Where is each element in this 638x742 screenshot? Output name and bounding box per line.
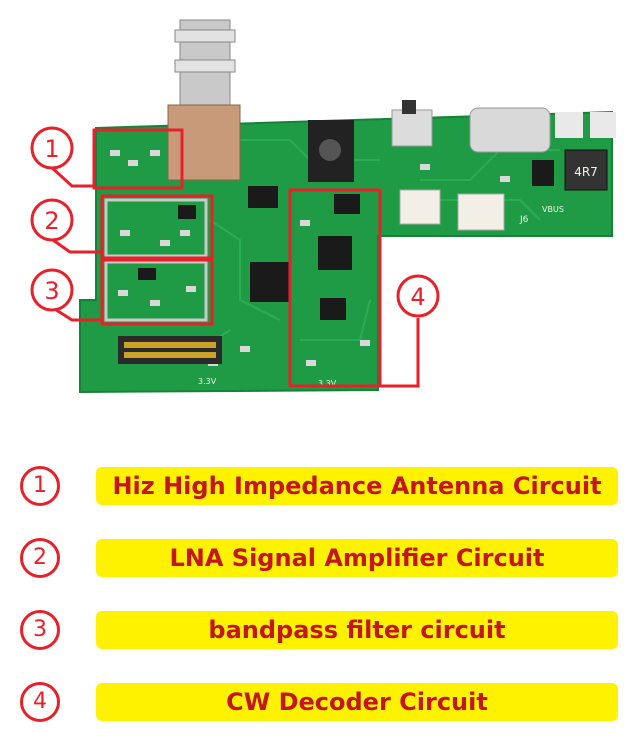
ic-chips [138, 160, 554, 320]
bnc-connector [167, 19, 241, 181]
legend-row-1: 1 Hiz High Impedance Antenna Circuit [0, 456, 638, 516]
svg-text:1: 1 [44, 135, 59, 163]
pin-header [118, 336, 222, 364]
vbus-label: VBUS [542, 205, 564, 214]
legend-label-2: LNA Signal Amplifier Circuit [96, 539, 618, 577]
inductor [564, 149, 608, 191]
legend-number-2: 2 [20, 538, 60, 578]
legend-row-2: 2 LNA Signal Amplifier Circuit [0, 528, 638, 588]
inductor-label: 4R7 [574, 165, 598, 179]
legend-row-3: 3 bandpass filter circuit [0, 600, 638, 660]
shield-area-2 [104, 198, 208, 258]
connector-line-4 [380, 318, 420, 388]
pcb-diagram: 4R7 J6 VBUS 3.3V 3.3V [30, 19, 616, 394]
v33-label: 3.3V [198, 377, 217, 386]
svg-text:4: 4 [410, 283, 425, 311]
legend-number-3: 3 [20, 610, 60, 650]
usb-c-port [469, 107, 551, 153]
j6-label: J6 [519, 215, 529, 225]
audio-jack [308, 120, 354, 182]
shield-area-3 [104, 260, 208, 322]
marker-4: 4 [396, 274, 440, 318]
slide-switch [391, 109, 433, 147]
highlight-box-2 [100, 194, 214, 262]
highlight-box-1 [92, 128, 184, 190]
marker-2: 2 [30, 198, 74, 242]
legend-label-4: CW Decoder Circuit [96, 683, 618, 721]
legend-label-3: bandpass filter circuit [96, 611, 618, 649]
connector-white-1 [399, 189, 441, 225]
legend-label-1: Hiz High Impedance Antenna Circuit [96, 467, 618, 505]
svg-text:2: 2 [44, 207, 59, 235]
highlight-box-3 [100, 256, 214, 326]
highlight-box-4 [288, 188, 382, 388]
legend-number-4: 4 [20, 682, 60, 722]
legend-number-1: 1 [20, 466, 60, 506]
legend-row-4: 4 CW Decoder Circuit [0, 672, 638, 732]
svg-text:3: 3 [44, 277, 59, 305]
connector-line-1 [48, 164, 94, 188]
marker-1: 1 [30, 126, 74, 170]
v33b-label: 3.3V [318, 379, 337, 388]
marker-3: 3 [30, 268, 74, 312]
connector-line-2 [49, 236, 102, 254]
connector-white-2 [457, 193, 505, 231]
